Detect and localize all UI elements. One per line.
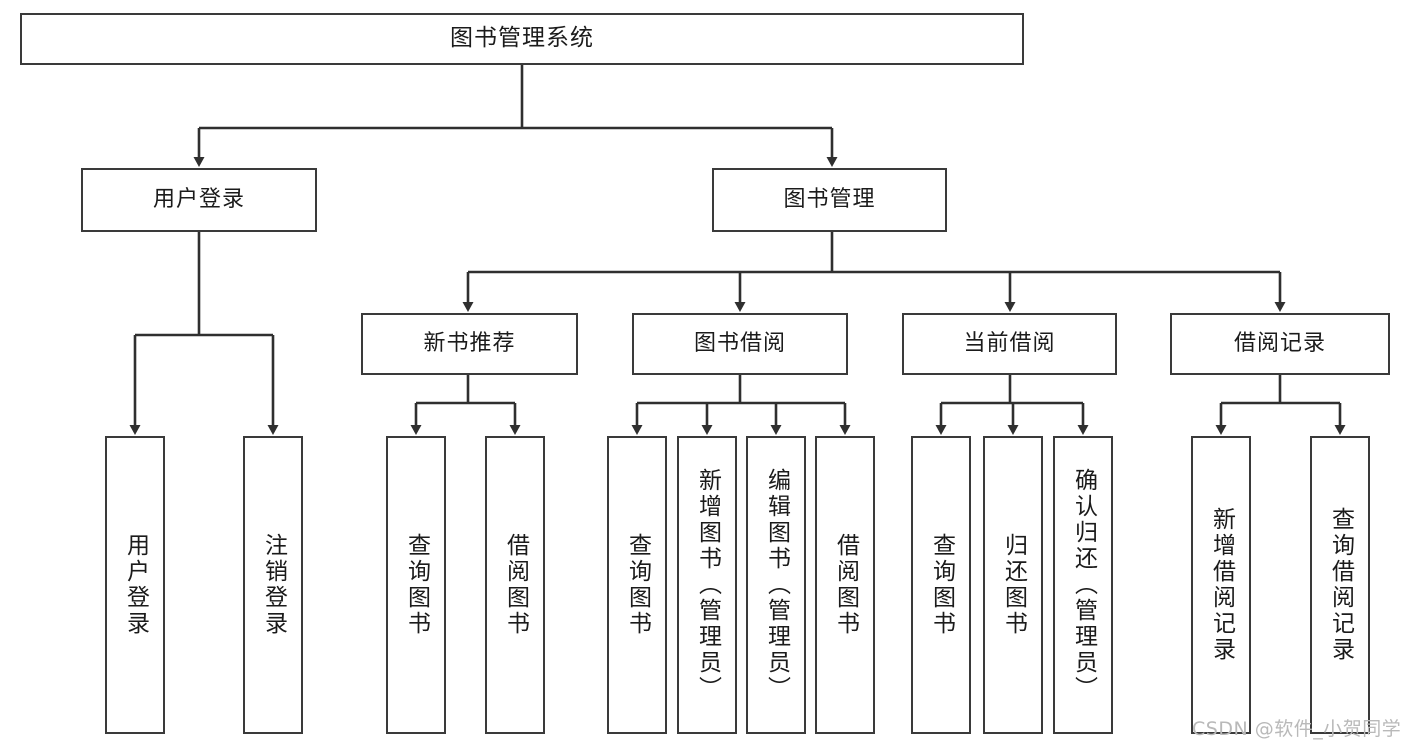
node-borrow-record[interactable]: 借阅记录	[1170, 313, 1390, 375]
node-book-manage[interactable]: 图书管理	[712, 168, 947, 232]
node-leaf-add-record-label: 新增借阅记录	[1208, 507, 1235, 663]
node-leaf-edit-book-label: 编辑图书（管理员）	[763, 468, 790, 702]
node-leaf-confirm-return[interactable]: 确认归还（管理员）	[1053, 436, 1113, 734]
node-leaf-add-book-label: 新增图书（管理员）	[694, 468, 721, 702]
node-leaf-edit-book[interactable]: 编辑图书（管理员）	[746, 436, 806, 734]
node-leaf-borrow-book-2-label: 借阅图书	[832, 533, 859, 637]
node-leaf-add-book[interactable]: 新增图书（管理员）	[677, 436, 737, 734]
node-leaf-borrow-book-1[interactable]: 借阅图书	[485, 436, 545, 734]
node-book-borrow[interactable]: 图书借阅	[632, 313, 848, 375]
csdn-watermark: CSDN @软件_小贺同学	[1192, 718, 1402, 740]
node-leaf-query-record[interactable]: 查询借阅记录	[1310, 436, 1370, 734]
node-leaf-return-book-label: 归还图书	[1000, 533, 1027, 637]
node-user-login-label: 用户登录	[152, 187, 245, 213]
node-new-book-recommend[interactable]: 新书推荐	[361, 313, 578, 375]
node-leaf-borrow-book-1-label: 借阅图书	[502, 533, 529, 637]
node-leaf-query-record-label: 查询借阅记录	[1327, 507, 1354, 663]
node-book-manage-label: 图书管理	[783, 187, 876, 213]
node-root-label: 图书管理系统	[450, 25, 594, 52]
node-user-login[interactable]: 用户登录	[81, 168, 317, 232]
node-leaf-logout-label: 注销登录	[260, 533, 287, 637]
node-leaf-query-book-2-label: 查询图书	[624, 533, 651, 637]
node-borrow-record-label: 借阅记录	[1233, 331, 1326, 357]
node-leaf-query-book-3[interactable]: 查询图书	[911, 436, 971, 734]
node-leaf-query-book-1-label: 查询图书	[403, 533, 430, 637]
node-leaf-query-book-3-label: 查询图书	[928, 533, 955, 637]
node-leaf-confirm-return-label: 确认归还（管理员）	[1070, 468, 1097, 702]
node-root[interactable]: 图书管理系统	[20, 13, 1024, 65]
node-leaf-add-record[interactable]: 新增借阅记录	[1191, 436, 1251, 734]
node-current-borrow-label: 当前借阅	[963, 331, 1056, 357]
node-leaf-return-book[interactable]: 归还图书	[983, 436, 1043, 734]
node-leaf-query-book-1[interactable]: 查询图书	[386, 436, 446, 734]
node-leaf-query-book-2[interactable]: 查询图书	[607, 436, 667, 734]
node-leaf-logout[interactable]: 注销登录	[243, 436, 303, 734]
node-leaf-user-login-label: 用户登录	[122, 533, 149, 637]
node-new-book-recommend-label: 新书推荐	[423, 331, 516, 357]
node-book-borrow-label: 图书借阅	[693, 331, 786, 357]
node-leaf-borrow-book-2[interactable]: 借阅图书	[815, 436, 875, 734]
node-current-borrow[interactable]: 当前借阅	[902, 313, 1117, 375]
node-leaf-user-login[interactable]: 用户登录	[105, 436, 165, 734]
